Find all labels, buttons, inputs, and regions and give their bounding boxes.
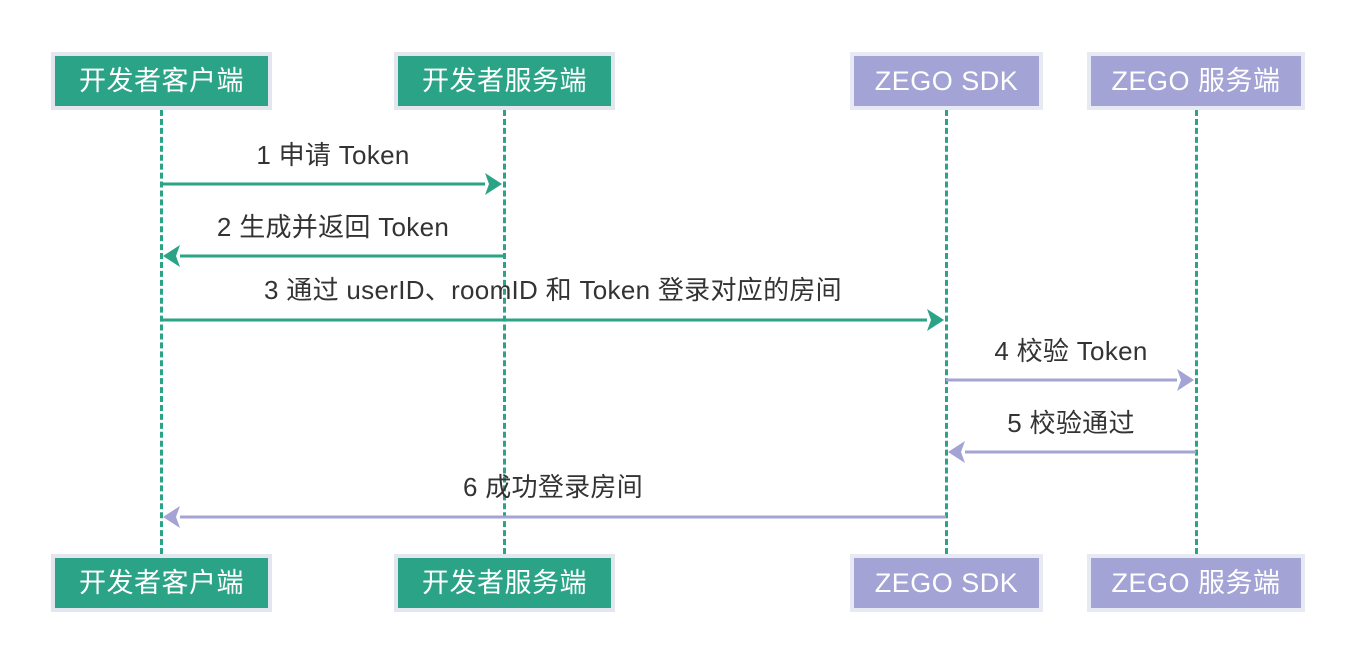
participant-box-zego-sdk-top: ZEGO SDK: [850, 52, 1043, 110]
participant-label: ZEGO 服务端: [1111, 65, 1281, 96]
participant-label: ZEGO SDK: [874, 65, 1019, 96]
participant-box-dev-server-top: 开发者服务端: [394, 52, 615, 110]
message-label-4: 4 校验 Token: [994, 336, 1148, 366]
message-arrow-4: [946, 369, 1194, 391]
participant-box-dev-server-bottom: 开发者服务端: [394, 554, 615, 612]
message-arrow-3: [161, 309, 944, 331]
participant-box-dev-client-top: 开发者客户端: [51, 52, 272, 110]
participant-box-dev-client-bottom: 开发者客户端: [51, 554, 272, 612]
participant-box-zego-sdk-bottom: ZEGO SDK: [850, 554, 1043, 612]
participant-label: 开发者服务端: [422, 65, 587, 96]
message-arrow-5: [948, 441, 1196, 463]
participant-label: 开发者客户端: [79, 567, 244, 598]
message-arrow-1: [161, 173, 502, 195]
message-label-1: 1 申请 Token: [256, 140, 410, 170]
lifeline-zego-sdk: [945, 110, 948, 554]
lifeline-zego-server: [1195, 110, 1198, 554]
message-arrow-6: [163, 506, 946, 528]
participant-label: ZEGO 服务端: [1111, 567, 1281, 598]
message-label-3: 3 通过 userID、roomID 和 Token 登录对应的房间: [264, 275, 842, 305]
message-label-6: 6 成功登录房间: [462, 472, 644, 502]
participant-label: 开发者服务端: [422, 567, 587, 598]
participant-box-zego-server-bottom: ZEGO 服务端: [1087, 554, 1305, 612]
message-label-5: 5 校验通过: [1007, 408, 1135, 438]
message-arrow-2: [163, 245, 504, 267]
lifeline-dev-server: [503, 110, 506, 554]
participant-box-zego-server-top: ZEGO 服务端: [1087, 52, 1305, 110]
lifeline-dev-client: [160, 110, 163, 554]
participant-label: ZEGO SDK: [874, 567, 1019, 598]
participant-label: 开发者客户端: [79, 65, 244, 96]
message-label-2: 2 生成并返回 Token: [216, 212, 450, 242]
